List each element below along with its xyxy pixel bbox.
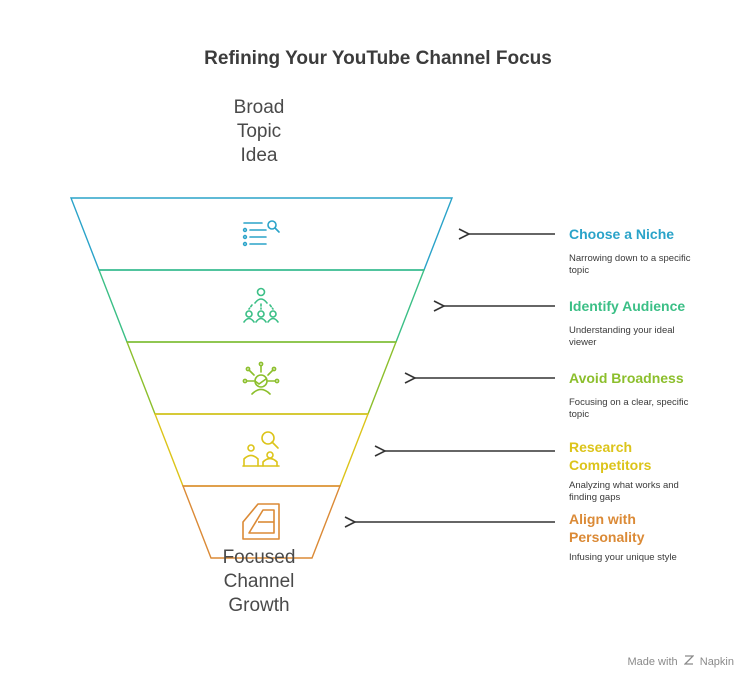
stage-title-line: Choose a Niche xyxy=(569,226,675,242)
stage-title-line: Competitors xyxy=(569,457,652,473)
stage-desc-line: Narrowing down to a specific xyxy=(569,253,691,264)
stage-desc-line: Analyzing what works and xyxy=(569,480,679,491)
stage-title-research-competitors: Research Competitors xyxy=(569,438,651,474)
page-title: Refining Your YouTube Channel Focus xyxy=(204,48,552,69)
funnel-segment-4 xyxy=(153,413,370,487)
stage-title-line: Identify Audience xyxy=(569,298,686,314)
stage-desc-line: topic xyxy=(569,265,590,276)
brand-name: Napkin xyxy=(699,656,734,668)
stage-title-line: Research xyxy=(569,439,633,455)
stage-title-line: Avoid Broadness xyxy=(569,370,684,386)
bottom-label: Focused Channel Growth xyxy=(199,546,319,618)
people-hierarchy-icon xyxy=(243,287,279,323)
stage-title-avoid-broadness: Avoid Broadness xyxy=(569,369,684,387)
top-label-line: Idea xyxy=(240,145,278,166)
napkin-logo-icon xyxy=(683,655,694,665)
stage-desc-line: viewer xyxy=(569,337,597,348)
top-label-line: Topic xyxy=(236,121,282,142)
made-with-text: Made with xyxy=(627,656,678,668)
funnel-segment-5 xyxy=(181,485,342,559)
stage-desc-avoid-broadness: Focusing on a clear, specific topic xyxy=(569,397,709,421)
stage-desc-research-competitors: Analyzing what works and finding gaps xyxy=(569,480,709,504)
stage-desc-line: Understanding your ideal xyxy=(569,325,675,336)
bottom-label-line: Growth xyxy=(228,595,290,616)
alignment-shape-icon xyxy=(242,503,280,540)
stage-title-line: Align with xyxy=(569,511,636,527)
funnel-segment-1 xyxy=(69,197,454,271)
stage-desc-line: finding gaps xyxy=(569,492,621,503)
stage-desc-identify-audience: Understanding your ideal viewer xyxy=(569,325,709,349)
stage-desc-choose-niche: Narrowing down to a specific topic xyxy=(569,253,709,277)
stage-desc-line: topic xyxy=(569,409,590,420)
focus-person-icon xyxy=(242,361,280,395)
stage-desc-line: Focusing on a clear, specific xyxy=(569,397,689,408)
footer-credit: Made with Napkin xyxy=(627,655,734,668)
stage-desc-line: Infusing your unique style xyxy=(569,552,677,563)
top-label: Broad Topic Idea xyxy=(199,96,319,168)
bottom-label-line: Focused xyxy=(222,547,296,568)
stage-title-line: Personality xyxy=(569,529,645,545)
list-search-icon xyxy=(242,220,280,247)
stage-title-align-personality: Align with Personality xyxy=(569,510,644,546)
top-label-line: Broad xyxy=(233,97,285,118)
research-people-icon xyxy=(242,431,280,467)
stage-desc-align-personality: Infusing your unique style xyxy=(569,552,709,564)
bottom-label-line: Channel xyxy=(223,571,295,592)
stage-title-choose-niche: Choose a Niche xyxy=(569,225,674,243)
stage-title-identify-audience: Identify Audience xyxy=(569,297,685,315)
funnel-segment-3 xyxy=(125,341,398,415)
